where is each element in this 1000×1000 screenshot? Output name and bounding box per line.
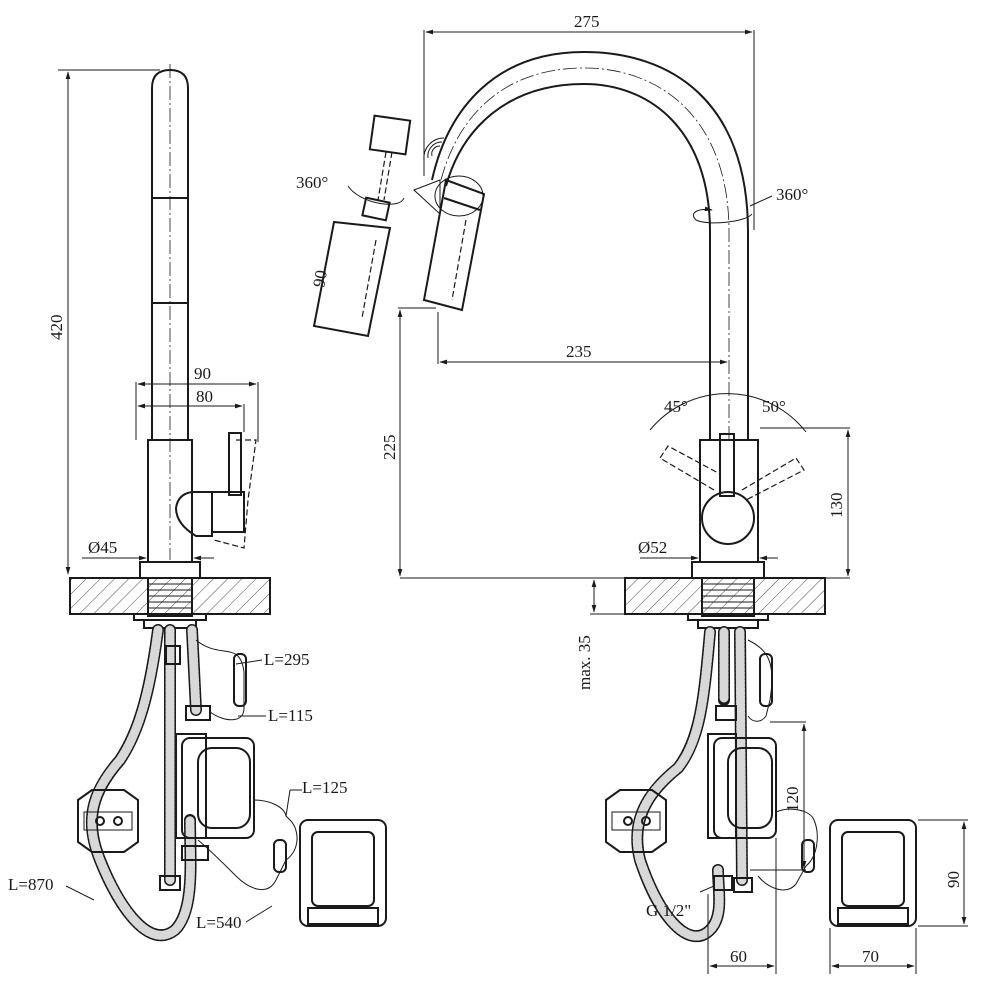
dim-body-height: 130 bbox=[827, 493, 846, 519]
dim-battery-width: 70 bbox=[862, 947, 879, 966]
solenoid-box-front bbox=[713, 737, 777, 839]
dim-hose-115: L=115 bbox=[268, 706, 313, 725]
front-view bbox=[312, 29, 968, 974]
dim-spout-height: 225 bbox=[380, 435, 399, 461]
hose-weight-side bbox=[77, 789, 139, 853]
dim-hose-870: L=870 bbox=[8, 875, 53, 894]
battery-box-side bbox=[299, 819, 387, 927]
dim-height-total: 420 bbox=[47, 315, 66, 341]
dim-lever-angle-right: 50° bbox=[762, 397, 786, 416]
dim-box-height: 120 bbox=[783, 787, 802, 813]
dim-spout-width: 275 bbox=[574, 12, 600, 31]
dim-handle-reach-outer: 90 bbox=[194, 364, 211, 383]
threaded-shank-front bbox=[701, 577, 755, 617]
dim-battery-height: 90 bbox=[944, 871, 963, 888]
solenoid-box-side bbox=[181, 737, 255, 839]
dim-body-diameter-front: Ø52 bbox=[638, 538, 667, 557]
dim-spray-rotation: 360° bbox=[296, 173, 328, 192]
dim-hose-295: L=295 bbox=[264, 650, 309, 669]
dim-lever-angle-left: 45° bbox=[664, 397, 688, 416]
dim-hose-540: L=540 bbox=[196, 913, 241, 932]
dim-handle-reach-inner: 80 bbox=[196, 387, 213, 406]
dim-valve-width: 60 bbox=[730, 947, 747, 966]
side-view bbox=[58, 64, 387, 942]
dim-connection-thread: G 1/2" bbox=[646, 901, 691, 920]
dim-spray-length: 90 bbox=[309, 269, 331, 289]
spray-head-front bbox=[422, 178, 486, 312]
spray-head-detached bbox=[312, 114, 412, 338]
dim-body-diameter-side: Ø45 bbox=[88, 538, 117, 557]
lever-side bbox=[174, 491, 213, 537]
dim-spout-rotation: 360° bbox=[776, 185, 808, 204]
hose-weight-front bbox=[605, 789, 667, 853]
threaded-shank-side bbox=[147, 577, 193, 617]
lever-front bbox=[719, 433, 735, 497]
dim-spout-reach: 235 bbox=[566, 342, 592, 361]
dim-max-deck: max. 35 bbox=[575, 635, 594, 690]
dim-hose-125: L=125 bbox=[302, 778, 347, 797]
spout-arc-front bbox=[445, 82, 711, 440]
battery-box-front bbox=[829, 819, 917, 927]
